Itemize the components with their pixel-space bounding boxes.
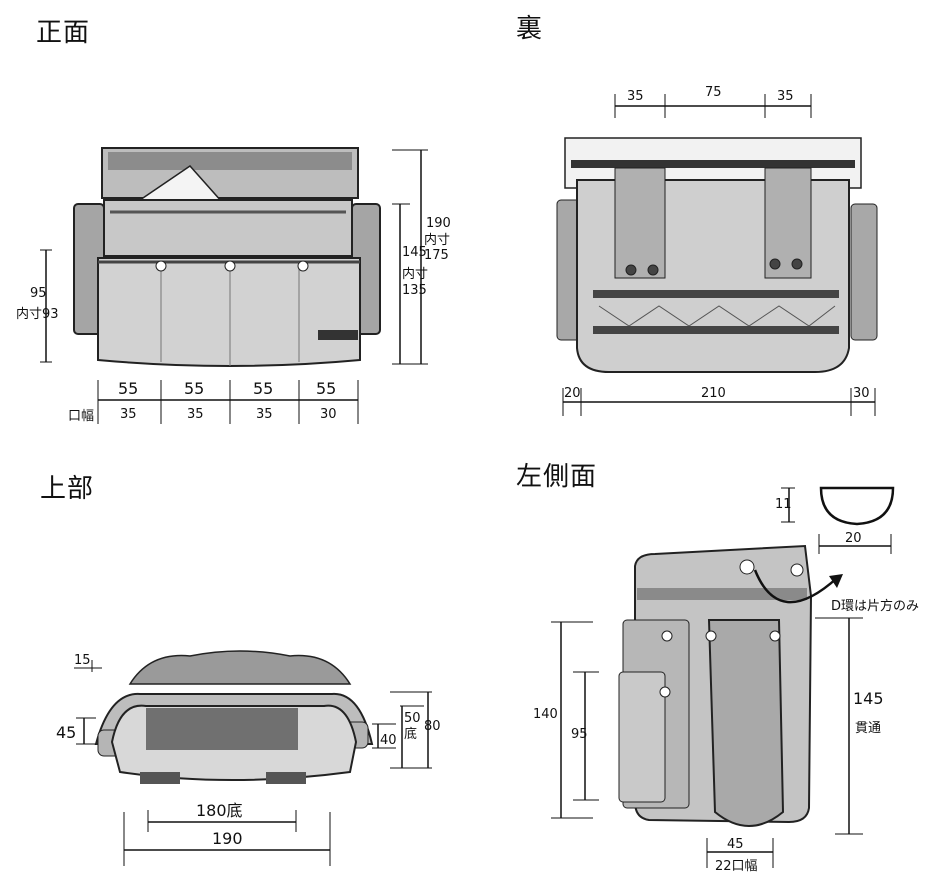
back-bottom-right: 30: [853, 386, 870, 401]
top-small-value: 15: [74, 653, 91, 668]
top-right-small-value: 40: [380, 733, 397, 748]
front-width-top-3: 55: [253, 379, 273, 398]
front-right-mid-inner-label: 内寸: [402, 266, 428, 282]
front-width-top-4: 55: [316, 379, 336, 398]
left-side-outer-height: 140: [533, 707, 558, 722]
front-width-bottom-3: 35: [256, 407, 273, 422]
front-left-inner-value: 内寸93: [16, 306, 59, 322]
top-view-title: 上部: [40, 474, 95, 504]
left-side-inner-height: 95: [571, 727, 588, 742]
left-side-view-diagram: 11 20 D環は片方のみ 140 95 145 貫通: [533, 486, 919, 874]
d-ring-shape: [781, 486, 895, 554]
front-right-mid-value: 145: [402, 245, 427, 260]
d-ring-arrowhead: [829, 574, 843, 588]
d-ring-width-value: 20: [845, 531, 862, 546]
left-side-bottom-mouth: 22口幅: [715, 859, 758, 874]
front-mouth-label: 口幅: [68, 409, 94, 424]
front-right-height-dimensions: [392, 149, 428, 365]
front-width-top-1: 55: [118, 379, 138, 398]
front-right-mid-inner-value: 135: [402, 283, 427, 298]
front-view-diagram: 95 内寸93 190 内寸 175 145 内寸 135 55 55 55 5…: [16, 147, 451, 424]
top-right-bottom-label: 底: [404, 726, 417, 742]
top-bottom-dimensions: [123, 810, 331, 866]
top-right-total-value: 80: [424, 719, 441, 734]
front-width-dimensions: [97, 380, 359, 424]
left-side-right-height-dimension: [815, 617, 863, 835]
top-left-value: 45: [56, 723, 76, 742]
back-bottom-center: 210: [701, 386, 726, 401]
front-right-total-inner-label: 内寸: [424, 232, 450, 248]
top-right-dimensions: [372, 691, 432, 769]
top-bottom-inner-value: 180底: [196, 801, 243, 820]
back-top-dim-1: 35: [627, 89, 644, 104]
back-bottom-dimensions: [562, 388, 876, 416]
left-side-right-height: 145: [853, 689, 884, 708]
left-side-bottom-dimensions: [706, 838, 774, 868]
back-bag-drawing: [556, 137, 878, 373]
left-side-bottom-width: 45: [727, 837, 744, 852]
front-right-total-value: 190: [426, 216, 451, 231]
d-ring-note: D環は片方のみ: [831, 598, 919, 614]
front-right-total-inner-value: 175: [424, 248, 449, 263]
back-bottom-left: 20: [564, 386, 581, 401]
front-view-title: 正面: [36, 18, 91, 48]
top-left-dimension: [76, 717, 96, 745]
front-bag-drawing: [73, 147, 381, 367]
back-view-title: 裏: [516, 14, 544, 44]
d-ring-height-value: 11: [775, 497, 792, 512]
top-view-diagram: 15 45 80 50 底 40 180底 190: [56, 650, 441, 866]
front-width-bottom-4: 30: [320, 407, 337, 422]
front-width-bottom-2: 35: [187, 407, 204, 422]
back-top-dim-2: 75: [705, 85, 722, 100]
top-small-dimension: [74, 660, 102, 672]
left-side-bag-drawing: [618, 544, 813, 827]
top-bag-drawing: [94, 650, 374, 784]
left-side-right-note: 貫通: [855, 721, 881, 736]
top-bottom-total-value: 190: [212, 829, 243, 848]
front-width-bottom-1: 35: [120, 407, 137, 422]
back-view-diagram: 35 75 35 20 210 30: [556, 85, 878, 416]
d-ring-arrow: [753, 569, 838, 604]
left-side-height-dimensions: [551, 621, 599, 819]
top-right-bottom-value: 50: [404, 711, 421, 726]
back-top-dim-3: 35: [777, 89, 794, 104]
left-side-view-title: 左側面: [516, 462, 598, 492]
front-left-height-value: 95: [30, 286, 47, 301]
back-top-dimensions: [614, 94, 812, 118]
front-width-top-2: 55: [184, 379, 204, 398]
front-left-height-dimension: [40, 249, 52, 363]
